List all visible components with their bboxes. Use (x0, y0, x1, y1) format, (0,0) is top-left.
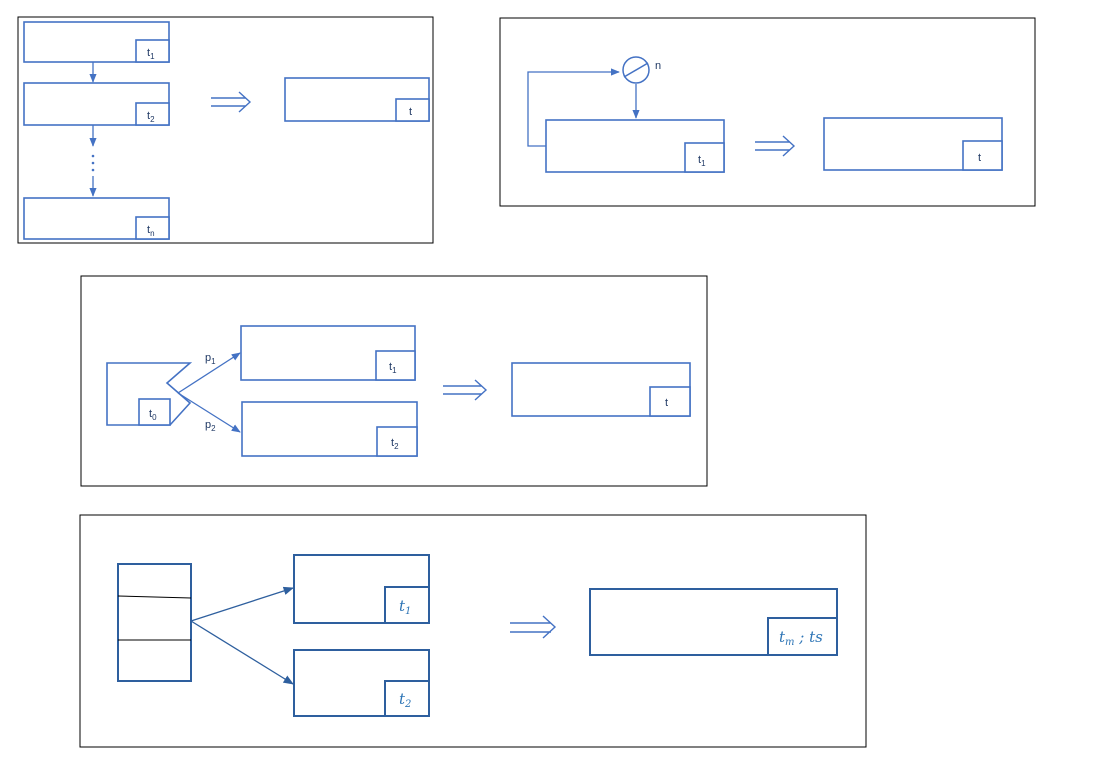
branch-arrow (177, 392, 241, 433)
ellipsis-dots (91, 154, 95, 172)
process-box-n: tn (23, 197, 170, 240)
label-t1: t1 (698, 154, 706, 168)
loop-process-box: t1 (545, 119, 725, 173)
implies-arrow-icon (443, 379, 488, 401)
result-box: t (284, 77, 430, 122)
label-t1: t1 (389, 361, 397, 375)
branch-arrow (177, 352, 241, 394)
split-box-2: t2 (293, 649, 430, 717)
panel-loop: n t1 t (499, 17, 1036, 207)
loop-back-arrow (527, 68, 620, 147)
label-t1: t1 (399, 597, 411, 617)
branch-box-2: t2 (241, 401, 418, 457)
label-t0: t0 (149, 408, 157, 422)
loop-count-label: n (655, 60, 661, 72)
label-tm-ts: tm ; ts (779, 628, 823, 648)
label-t2: t2 (391, 437, 399, 451)
result-box: t (511, 362, 691, 417)
process-box-1: t1 (23, 21, 170, 63)
label-t1: t1 (147, 47, 155, 61)
prob-label-p2: p2 (205, 419, 216, 433)
decision-node: t0 (106, 362, 193, 426)
implies-arrow-icon (755, 135, 796, 157)
implies-arrow-icon (211, 91, 252, 113)
label-t2: t2 (147, 110, 155, 124)
label-t: t (978, 152, 981, 164)
process-box-2: t2 (23, 82, 170, 126)
prob-label-p1: p1 (205, 352, 216, 366)
panel-table: t1 t2 tm ; ts (79, 514, 867, 748)
panel-frame (499, 17, 1036, 207)
split-arrow (190, 620, 294, 685)
label-tn: tn (147, 224, 155, 238)
panel-sequence: t1 t2 tn t (17, 16, 434, 244)
panel-branch: t0 p1 p2 t1 t2 t (80, 275, 708, 487)
label-t: t (665, 397, 668, 409)
label-t: t (409, 106, 412, 118)
result-box: tm ; ts (589, 588, 838, 656)
table-node (117, 563, 192, 682)
split-box-1: t1 (293, 554, 430, 624)
implies-arrow-icon (510, 615, 557, 639)
label-t2: t2 (399, 690, 411, 710)
split-arrow (190, 586, 294, 622)
branch-box-1: t1 (240, 325, 416, 381)
loop-counter-icon (622, 56, 650, 84)
result-box: t (823, 117, 1003, 171)
